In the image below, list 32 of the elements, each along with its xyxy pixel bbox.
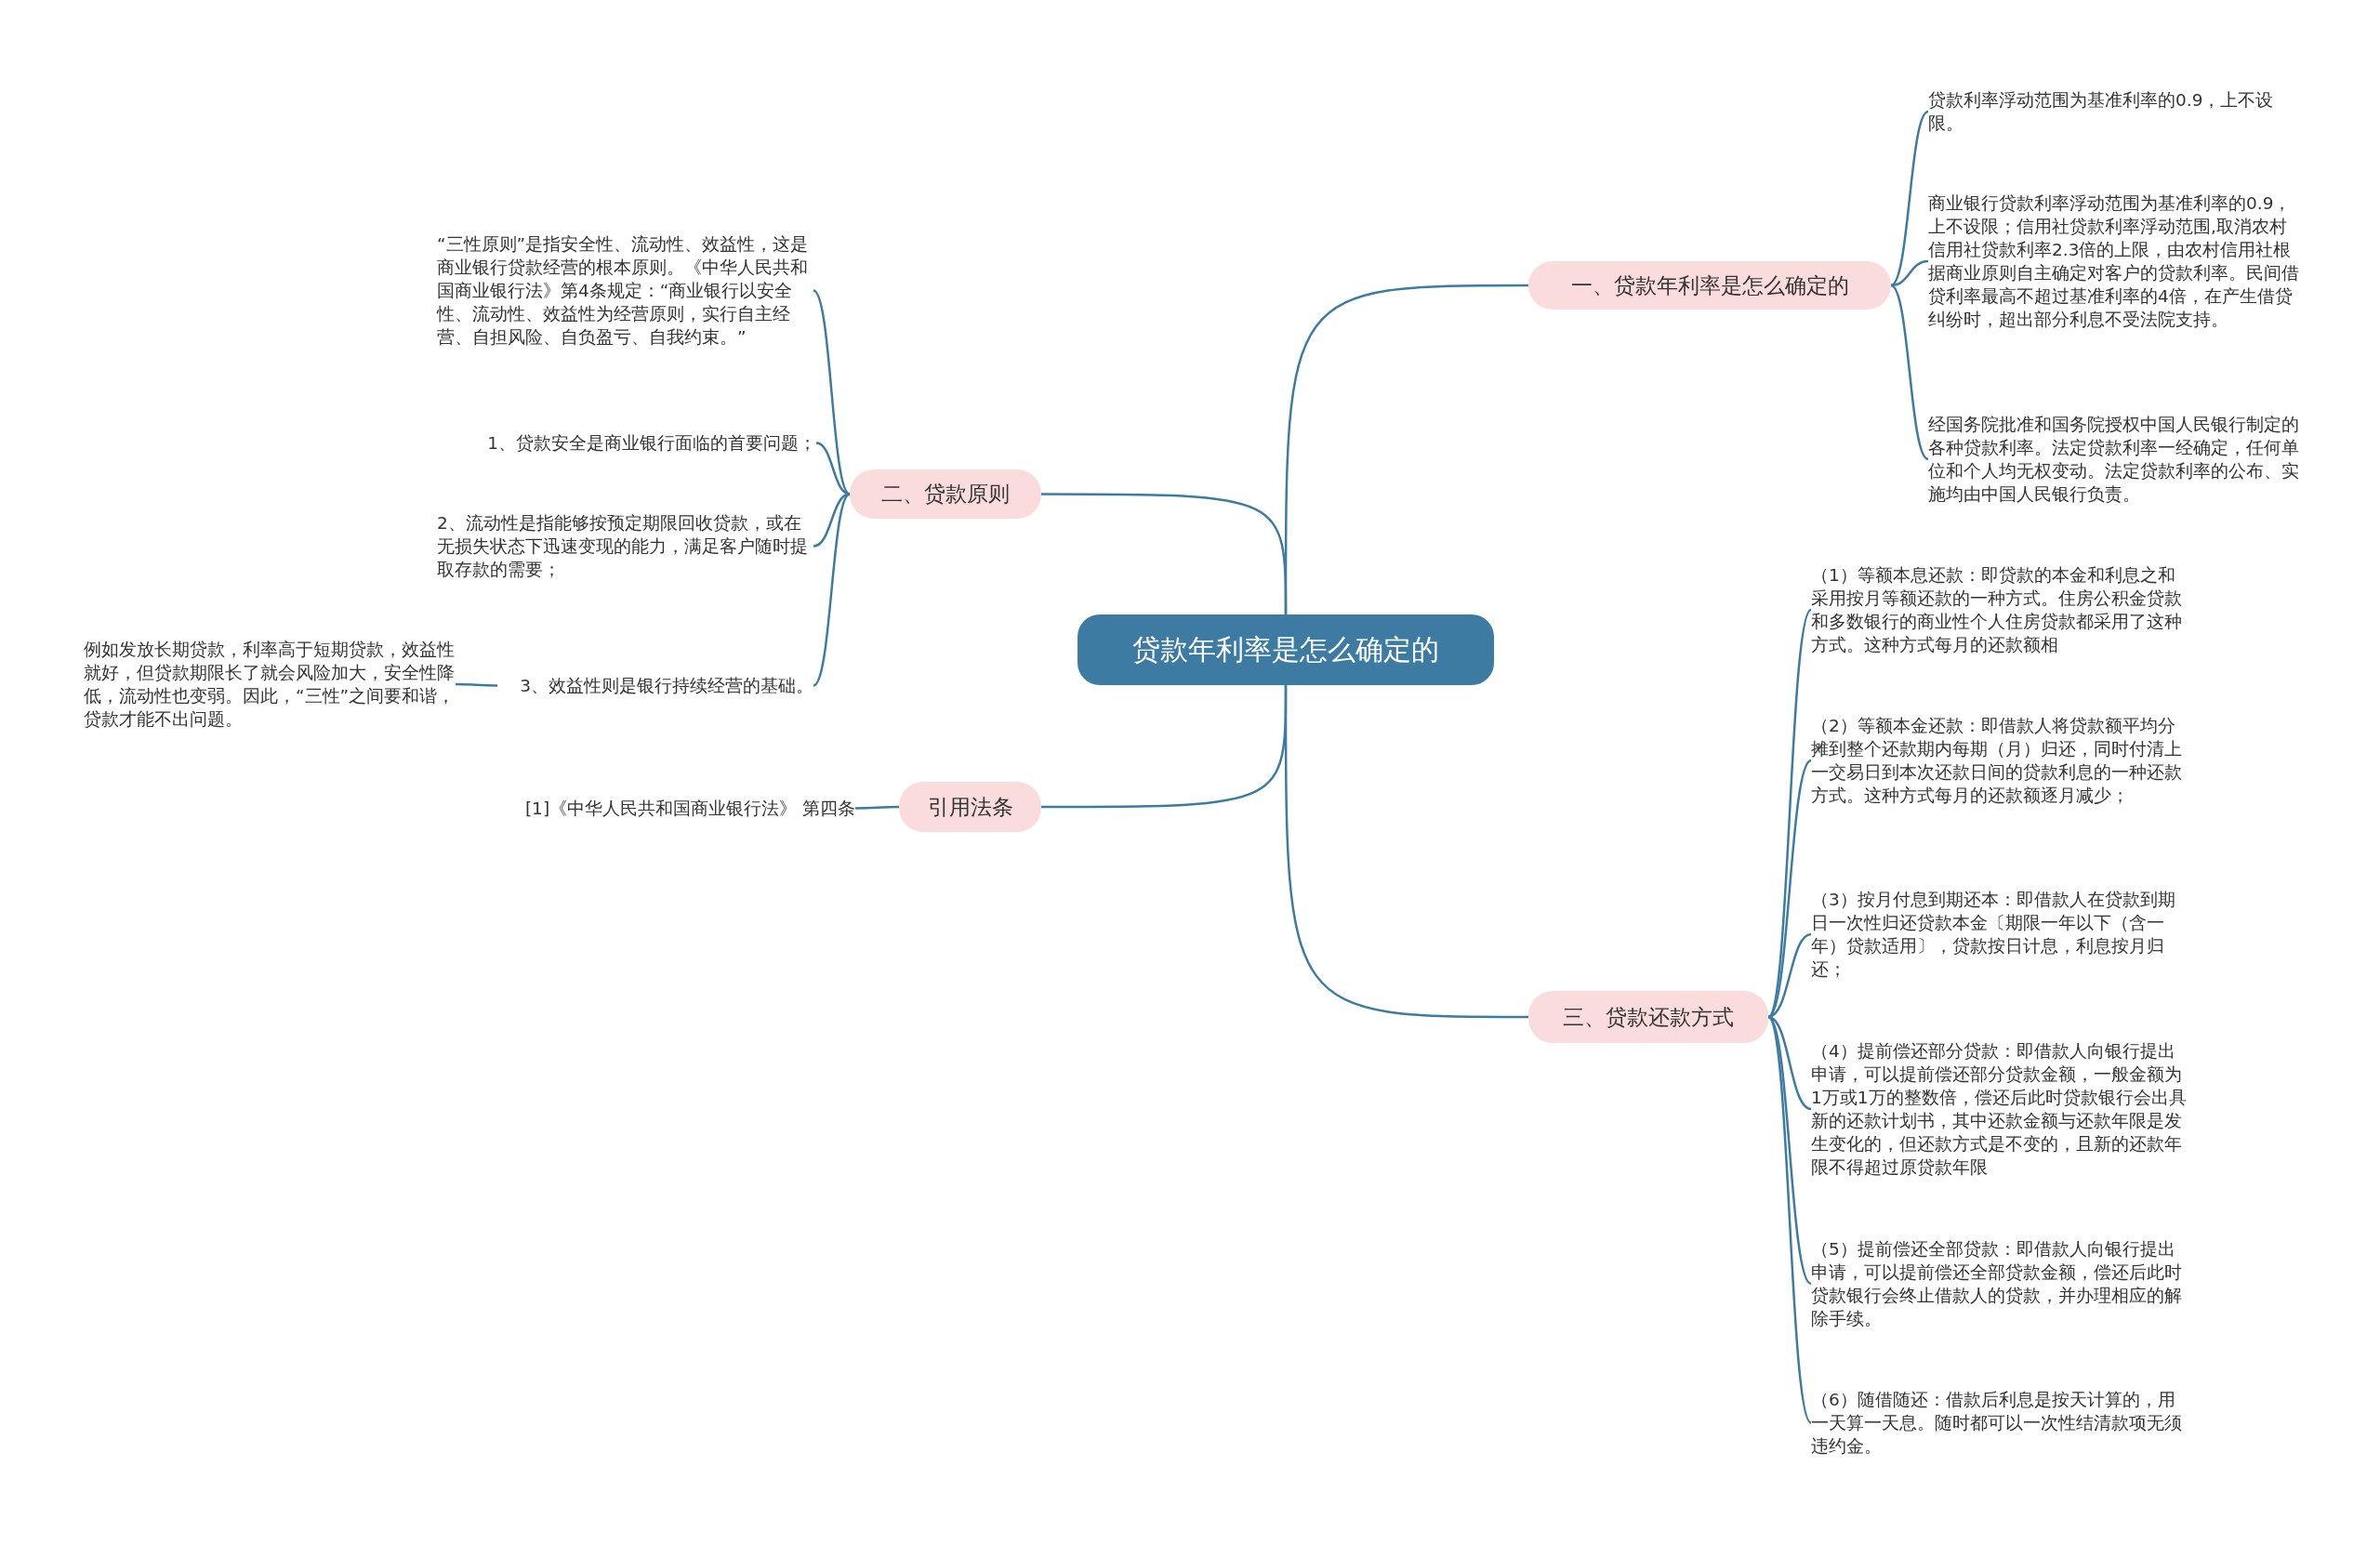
branch-topic: 引用法条 bbox=[899, 782, 1041, 832]
connector-line bbox=[855, 805, 899, 810]
connector-line bbox=[1767, 759, 1812, 1018]
leaf-note: 3、效益性则是银行持续经营的基础。 bbox=[497, 674, 813, 697]
connector-line bbox=[456, 682, 497, 687]
connector-line bbox=[813, 289, 851, 495]
leaf-note: 2、流动性是指能够按预定期限回收贷款，或在无损失状态下迅速变现的能力，满足客户随时提取存款的需要； bbox=[437, 511, 813, 581]
branch-topic: 二、贷款原则 bbox=[850, 469, 1041, 519]
connector-line bbox=[1041, 493, 1288, 614]
central-topic: 贷款年利率是怎么确定的 bbox=[1078, 614, 1494, 685]
leaf-note: 1、贷款安全是商业银行面临的首要问题； bbox=[463, 431, 816, 455]
leaf-note: [1]《中华人民共和国商业银行法》 第四条 bbox=[509, 797, 855, 820]
connector-line bbox=[813, 493, 851, 687]
leaf-note: （5）提前偿还全部贷款：即借款人向银行提出申请，可以提前偿还全部贷款金额，偿还后此时贷款银行会终止借款人的贷款，并办理相应的解除手续。 bbox=[1811, 1237, 2188, 1330]
leaf-note: 贷款利率浮动范围为基准利率的0.9，上不设限。 bbox=[1928, 88, 2300, 135]
leaf-note: 经国务院批准和国务院授权中国人民银行制定的各种贷款利率。法定贷款利率一经确定，任何单位和个人均无权变动。法定贷款利率的公布、实施均由中国人民银行负责。 bbox=[1928, 413, 2300, 506]
leaf-note: （6）随借随还：借款后利息是按天计算的，用一天算一天息。随时都可以一次性结清款项无须违约金。 bbox=[1811, 1388, 2188, 1458]
leaf-note: 商业银行贷款利率浮动范围为基准利率的0.9，上不设限；信用社贷款利率浮动范围,取消农村信用社贷款利率2.3倍的上限，由农村信用社根据商业原则自主确定对客户的贷款利率。民间借贷利率最高不超过基准利率的4倍，在产生借贷纠纷时，超出部分利息不受法院支持。 bbox=[1928, 191, 2300, 331]
branch-topic: 三、贷款还款方式 bbox=[1528, 991, 1768, 1043]
leaf-note: （2）等额本金还款：即借款人将贷款额平均分摊到整个还款期内每期（月）归还，同时付清上一交易日到本次还款日间的贷款利息的一种还款方式。这种方式每月的还款额逐月减少； bbox=[1811, 714, 2188, 807]
leaf-note: （4）提前偿还部分贷款：即借款人向银行提出申请，可以提前偿还部分贷款金额，一般金额为1万或1万的整数倍，偿还后此时贷款银行会出具新的还款计划书，其中还款金额与还款年限是发生变化的，但还款方式是不变的，且新的还款年限不得超过原贷款年限 bbox=[1811, 1039, 2188, 1179]
leaf-note: “三性原则”是指安全性、流动性、效益性，这是商业银行贷款经营的根本原则。《中华人民共和国商业银行法》第4条规定：“商业银行以安全性、流动性、效益性为经营原则，实行自主经营、自担风险、自负盈亏、自我约束。” bbox=[437, 232, 813, 349]
connector-line bbox=[1890, 284, 1929, 460]
connector-line bbox=[1890, 259, 1929, 287]
leaf-note: 例如发放长期贷款，利率高于短期贷款，效益性就好，但贷款期限长了就会风险加大，安全性降低，流动性也变弱。因此，“三性”之间要和谐，贷款才能不出问题。 bbox=[84, 638, 456, 731]
connector-line bbox=[1890, 111, 1929, 286]
connector-line bbox=[1766, 1016, 1813, 1424]
connector-line bbox=[1284, 685, 1528, 1019]
leaf-note: （1）等额本息还款：即贷款的本金和利息之和采用按月等额还款的一种方式。住房公积金贷款和多数银行的商业性个人住房贷款都采用了这种方式。这种方式每月的还款额相 bbox=[1811, 563, 2188, 656]
connector-line bbox=[815, 442, 851, 495]
branch-topic: 一、贷款年利率是怎么确定的 bbox=[1528, 261, 1891, 310]
leaf-note: （3）按月付息到期还本：即借款人在贷款到期日一次性归还贷款本金〔期限一年以下（含一年）贷款适用〕，贷款按日计息，利息按月归还； bbox=[1811, 888, 2188, 981]
